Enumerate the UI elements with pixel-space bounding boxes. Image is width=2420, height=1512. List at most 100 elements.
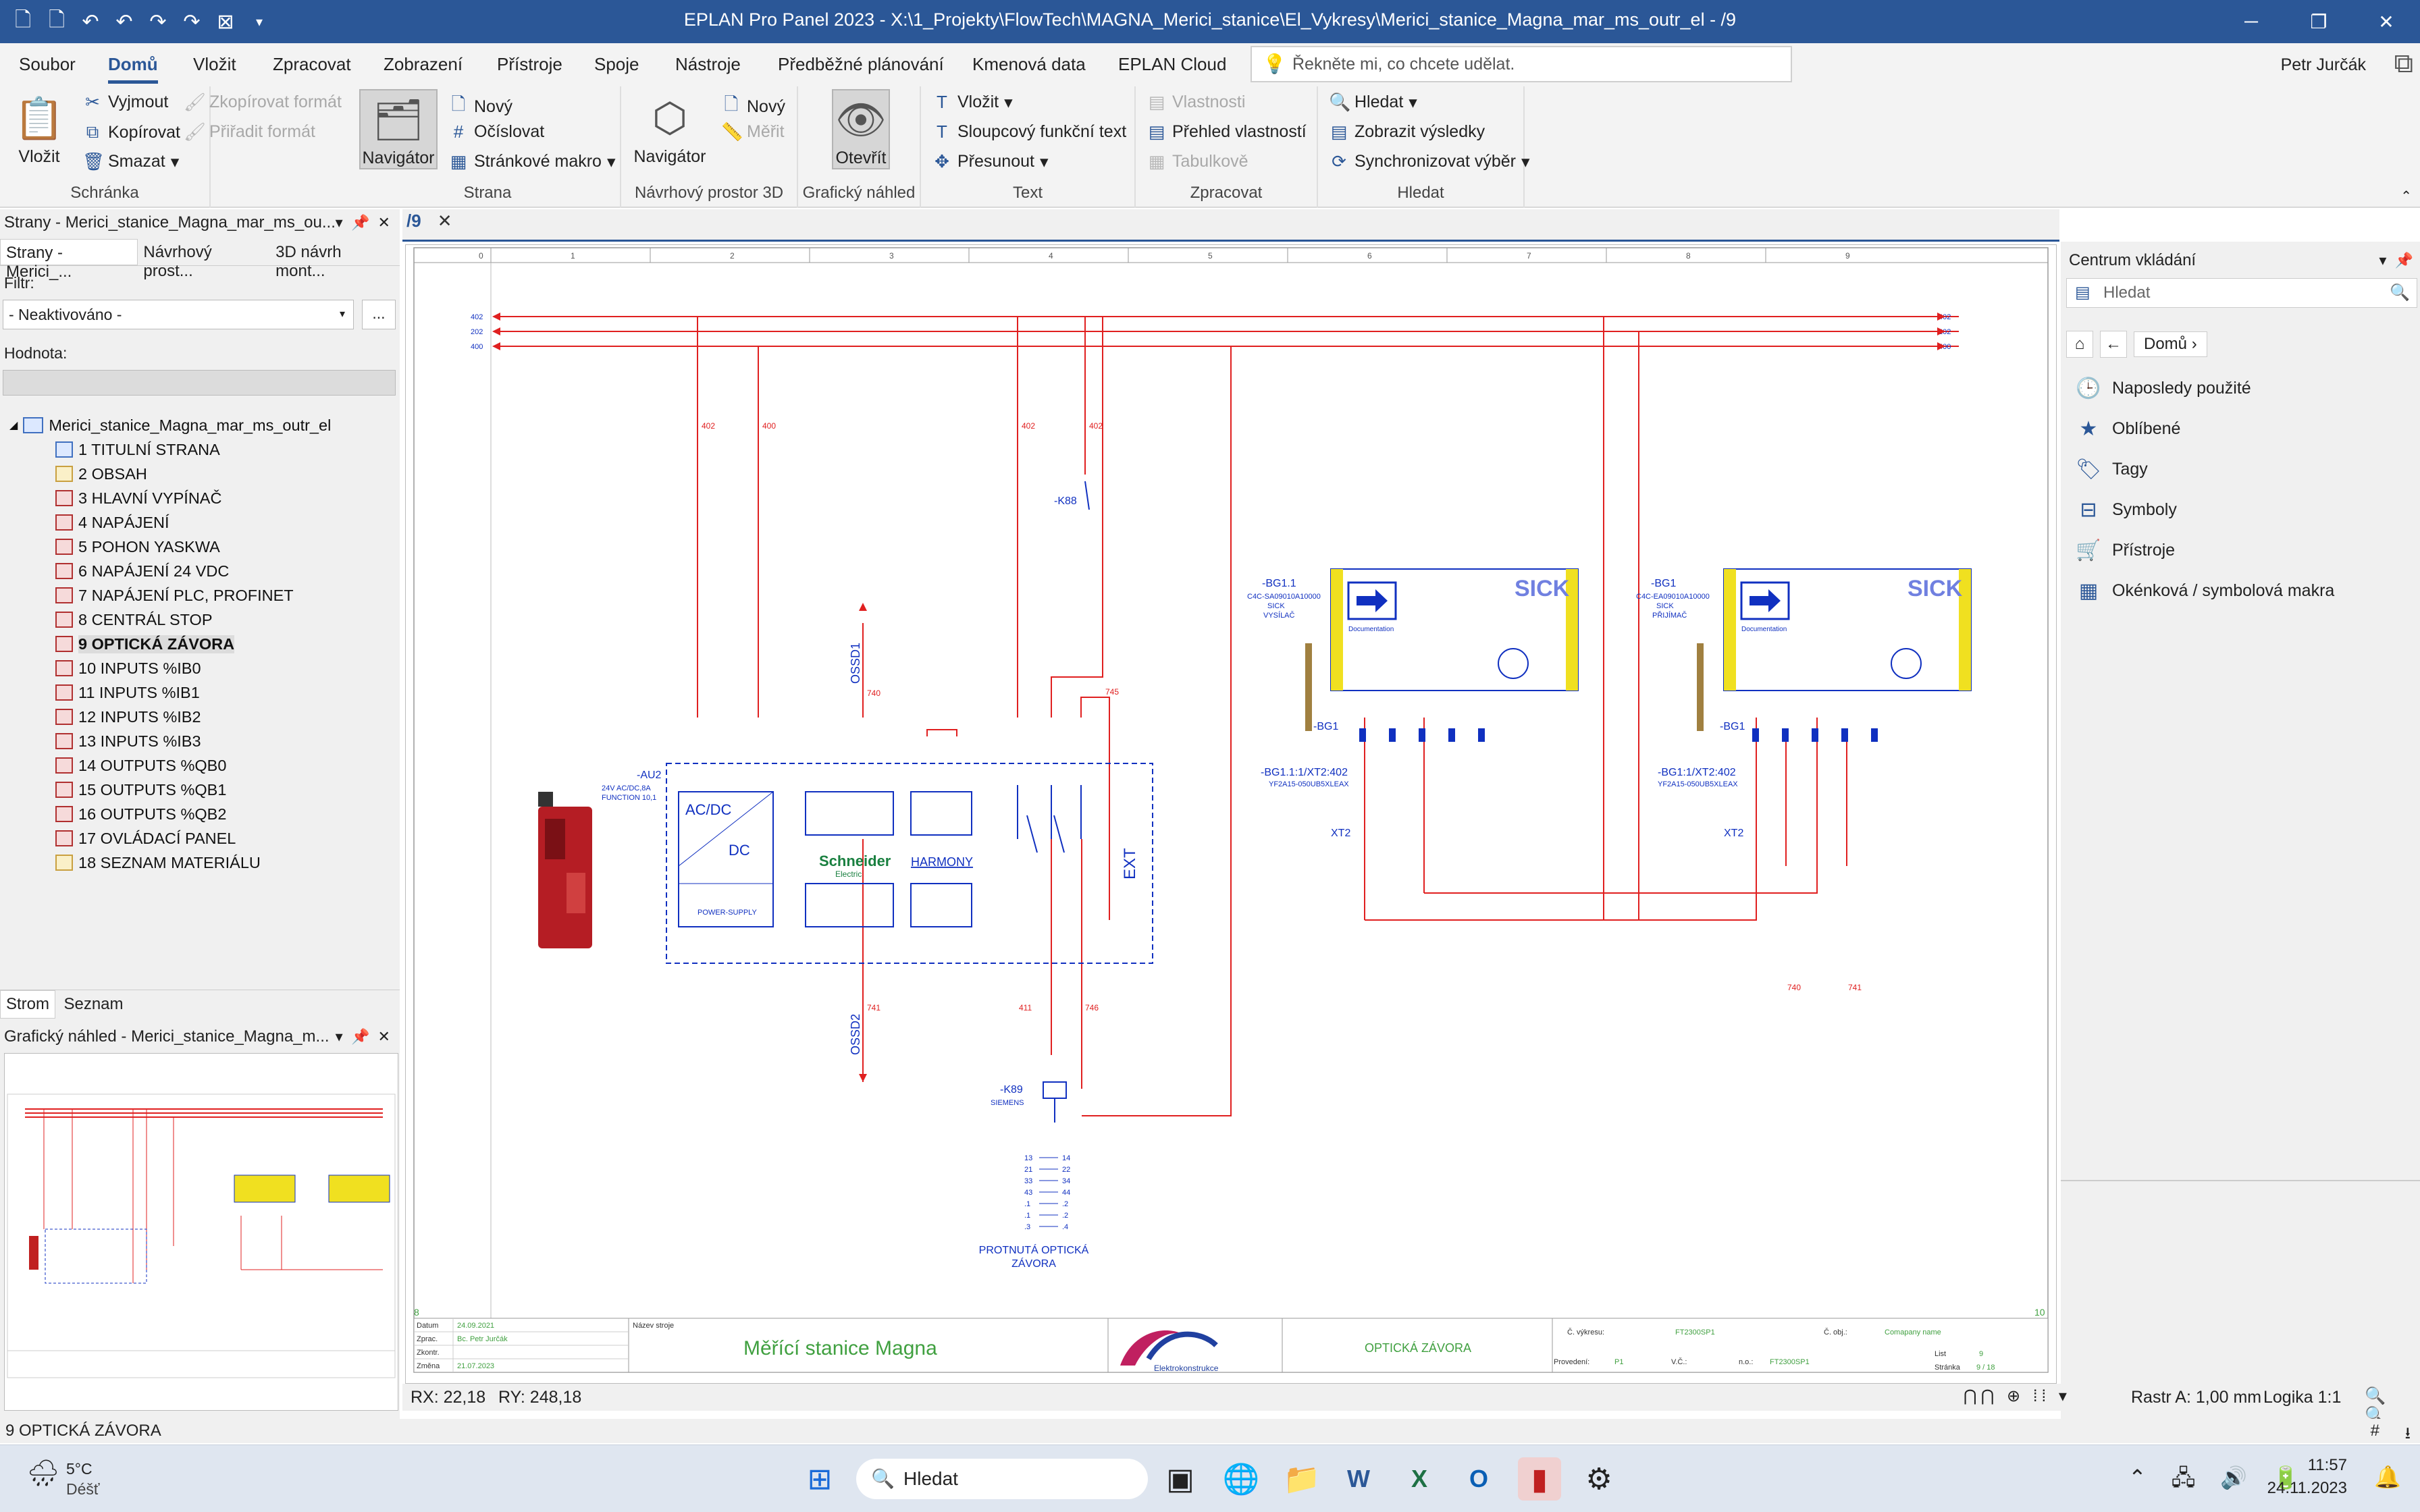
- weather-icon[interactable]: 🌧: [27, 1459, 60, 1488]
- tab-eplan-cloud[interactable]: EPLAN Cloud: [1118, 54, 1227, 74]
- tab-domu[interactable]: Domů: [108, 54, 158, 84]
- tree-page-item[interactable]: 13 INPUTS %IB3: [55, 729, 394, 753]
- sync-selection-button[interactable]: ⟳Synchronizovat výběr ▾: [1329, 151, 1529, 172]
- search-icon[interactable]: 🔍: [2390, 284, 2410, 302]
- back-icon[interactable]: ←: [2100, 331, 2127, 358]
- tree-page-item[interactable]: 1 TITULNÍ STRANA: [55, 437, 394, 462]
- tab-vlozit[interactable]: Vložit: [193, 54, 236, 74]
- panel-controls[interactable]: ▾ 📌 ✕: [335, 214, 390, 231]
- close-icon[interactable]: ✕: [2378, 11, 2394, 32]
- new-3d-button[interactable]: 🗋Nový: [721, 92, 785, 122]
- breadcrumb-home[interactable]: Domů ›: [2134, 331, 2207, 357]
- tab-zpracovat[interactable]: Zpracovat: [273, 54, 351, 74]
- item-oblibene[interactable]: ★Oblíbené: [2076, 417, 2181, 441]
- taskbar-search[interactable]: 🔍Hledat: [856, 1459, 1148, 1499]
- value-field[interactable]: [3, 370, 396, 396]
- tree-page-item[interactable]: 2 OBSAH: [55, 462, 394, 486]
- k88-contact[interactable]: -K88: [1054, 481, 1090, 510]
- new-file-icon[interactable]: 🗋: [14, 8, 32, 31]
- app-icon[interactable]: ⚙: [1585, 1462, 1612, 1496]
- home-icon[interactable]: ⌂: [2066, 331, 2093, 358]
- move-button[interactable]: ✥Přesunout ▾: [932, 151, 1048, 172]
- cut-button[interactable]: ✂Vyjmout: [82, 92, 168, 113]
- user-name[interactable]: Petr Jurčák: [2280, 55, 2366, 74]
- show-results-button[interactable]: ▤Zobrazit výsledky: [1329, 122, 1485, 142]
- tree-page-item[interactable]: 15 OUTPUTS %QB1: [55, 778, 394, 802]
- filter-select[interactable]: - Neaktivováno -▾: [3, 300, 354, 329]
- k89-relay[interactable]: -K89 SIEMENS: [991, 1081, 1067, 1123]
- edge-icon[interactable]: 🌐: [1222, 1463, 1260, 1496]
- tree-page-item[interactable]: 16 OUTPUTS %QB2: [55, 802, 394, 826]
- explorer-icon[interactable]: 📁: [1283, 1463, 1321, 1496]
- tree-root[interactable]: ◢Merici_stanice_Magna_mar_ms_outr_el: [9, 416, 332, 434]
- measure-button[interactable]: 📏Měřit: [721, 122, 785, 142]
- delete-button[interactable]: 🗑Smazat ▾: [82, 151, 180, 171]
- table-edit-button[interactable]: ▦Tabulkově: [1147, 151, 1248, 172]
- open-preview-button[interactable]: 👁 Otevřít: [832, 89, 890, 169]
- tell-me-search[interactable]: 💡Řekněte mi, co chcete udělat.: [1251, 46, 1792, 82]
- tree-page-item[interactable]: 9 OPTICKÁ ZÁVORA: [55, 632, 394, 656]
- close-tab-icon[interactable]: ✕: [437, 211, 452, 231]
- tab-spoje[interactable]: Spoje: [594, 54, 639, 74]
- number-pages-button[interactable]: #Očíslovat: [448, 122, 544, 142]
- tree-page-item[interactable]: 18 SEZNAM MATERIÁLU: [55, 850, 394, 875]
- tree-page-item[interactable]: 8 CENTRÁL STOP: [55, 608, 394, 632]
- task-view-icon[interactable]: ▣: [1166, 1462, 1194, 1496]
- tree-page-item[interactable]: 12 INPUTS %IB2: [55, 705, 394, 729]
- outlook-icon[interactable]: O: [1469, 1465, 1488, 1492]
- tab-strany[interactable]: Strany - Merici_...: [0, 239, 138, 281]
- tree-page-item[interactable]: 7 NAPÁJENÍ PLC, PROFINET: [55, 583, 394, 608]
- 3d-navigator-button[interactable]: ⬡ Navigátor: [631, 89, 709, 167]
- item-naposledy-pouzite[interactable]: 🕒Naposledy použité: [2076, 377, 2251, 400]
- item-symboly[interactable]: ⊟Symboly: [2076, 498, 2176, 522]
- raster-setting[interactable]: Rastr A: 1,00 mm: [2131, 1388, 2262, 1407]
- assign-format-button[interactable]: 🖌Přiřadit formát: [184, 122, 315, 142]
- download-icon[interactable]: ⭳: [2404, 1424, 2411, 1442]
- item-pristroje[interactable]: 🛒Přístroje: [2076, 539, 2176, 562]
- tab-seznam[interactable]: Seznam: [63, 995, 124, 1013]
- tab-predbezne-planovani[interactable]: Předběžné plánování: [778, 54, 944, 74]
- tree-page-item[interactable]: 3 HLAVNÍ VYPÍNAČ: [55, 486, 394, 510]
- tab-strom[interactable]: Strom: [0, 990, 56, 1019]
- tree-page-item[interactable]: 5 POHON YASKWA: [55, 535, 394, 559]
- sick-receiver[interactable]: -BG1 C4C-EA09010A10000 SICK PŘIJÍMAČ SIC…: [1636, 568, 1972, 742]
- eplan-icon[interactable]: ▮: [1518, 1457, 1561, 1501]
- copy-button[interactable]: ⧉Kopírovat: [82, 122, 180, 143]
- ribbon-display-icon[interactable]: ⧉: [2394, 49, 2413, 78]
- copy-format-button[interactable]: 🖌Zkopírovat formát: [184, 92, 342, 112]
- redo-icon[interactable]: ↷: [149, 10, 167, 33]
- item-tagy[interactable]: 🏷Tagy: [2076, 458, 2148, 481]
- find-button[interactable]: 🔍Hledat ▾: [1329, 92, 1417, 112]
- panel-controls[interactable]: ▾ 📌: [2379, 252, 2413, 269]
- windows-start-icon[interactable]: ⊞: [807, 1462, 833, 1496]
- redo-all-icon[interactable]: ↷: [183, 10, 201, 33]
- tree-page-item[interactable]: 4 NAPÁJENÍ: [55, 510, 394, 535]
- tab-navrhovy-prostor[interactable]: Návrhový prost...: [143, 243, 212, 280]
- restore-icon[interactable]: ❐: [2310, 11, 2327, 32]
- page-macro-button[interactable]: ▦Stránkové makro ▾: [448, 151, 616, 172]
- qat-dropdown-icon[interactable]: ▾: [255, 14, 263, 30]
- snap-toggles[interactable]: ⋂⋂ ⊕ ⁞⁞ ▾: [1964, 1387, 2071, 1405]
- select-icon[interactable]: ⊠: [217, 10, 234, 33]
- doc-tab-page9[interactable]: /9✕: [406, 211, 452, 231]
- tab-soubor[interactable]: Soubor: [19, 54, 76, 74]
- collapse-ribbon-icon[interactable]: ⌃: [2400, 189, 2412, 204]
- panel-controls[interactable]: ▾ 📌 ✕: [335, 1028, 390, 1045]
- tree-page-item[interactable]: 6 NAPÁJENÍ 24 VDC: [55, 559, 394, 583]
- tree-page-item[interactable]: 14 OUTPUTS %QB0: [55, 753, 394, 778]
- property-overview-button[interactable]: ▤Přehled vlastností: [1147, 122, 1307, 142]
- filter-more-button[interactable]: ...: [362, 300, 396, 329]
- tab-nastroje[interactable]: Nástroje: [675, 54, 741, 74]
- properties-button[interactable]: ▤Vlastnosti: [1147, 92, 1246, 113]
- tab-zobrazeni[interactable]: Zobrazení: [384, 54, 463, 74]
- new-page-button[interactable]: 🗋Nový: [448, 92, 512, 122]
- undo-all-icon[interactable]: ↶: [115, 10, 133, 33]
- sick-transmitter[interactable]: -BG1.1 C4C-SA09010A10000 SICK VYSÍLAČ SI…: [1247, 568, 1579, 742]
- system-tray-icons[interactable]: ⌃ 🖧 🔊 🔋: [2128, 1465, 2309, 1490]
- tab-3d-navrh[interactable]: 3D návrh mont...: [275, 243, 342, 280]
